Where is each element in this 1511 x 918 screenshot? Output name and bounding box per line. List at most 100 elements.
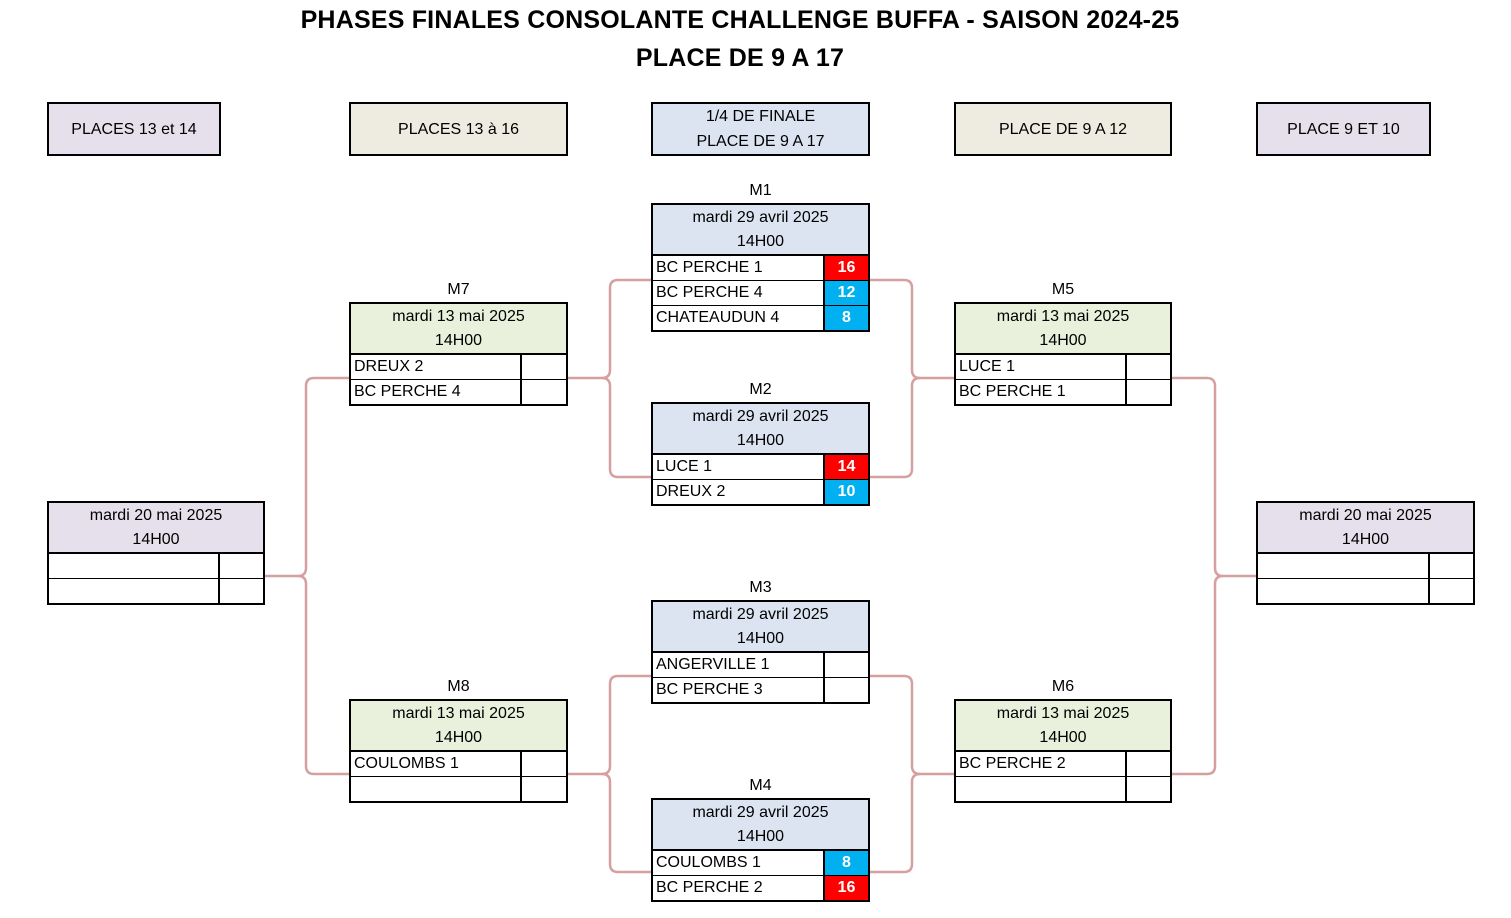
match-date: mardi 13 mai 2025	[392, 705, 525, 722]
team-row	[351, 776, 566, 801]
connector-m7-final-13-14	[264, 376, 350, 578]
match-time: 14H00	[736, 630, 785, 647]
team-name: DREUX 2	[354, 358, 424, 375]
team-row: CHATEAUDUN 4 8	[653, 305, 868, 330]
connector-m3-m8	[567, 674, 652, 776]
connector-m5-final-9-10	[1171, 376, 1257, 578]
header-quarter-line2: PLACE DE 9 A 17	[696, 133, 825, 150]
team-name: BC PERCHE 2	[656, 879, 763, 896]
match-date: mardi 20 mai 2025	[89, 507, 223, 524]
match-label: M3	[749, 579, 772, 596]
match-time: 14H00	[736, 233, 785, 250]
team-score: 10	[823, 480, 868, 504]
header-places-13-16: PLACES 13 à 16	[349, 102, 568, 156]
team-row: BC PERCHE 1 16	[653, 256, 868, 280]
team-name: LUCE 1	[656, 458, 713, 475]
match-schedule: mardi 29 avril 2025 14H00	[653, 602, 868, 653]
match-time: 14H00	[1341, 531, 1390, 548]
team-score	[218, 579, 263, 603]
match-time: 14H00	[736, 828, 785, 845]
team-name: BC PERCHE 1	[959, 383, 1066, 400]
match-m5: M5 mardi 13 mai 2025 14H00 LUCE 1 BC PER…	[954, 281, 1172, 406]
match-date: mardi 29 avril 2025	[692, 209, 829, 226]
team-row: DREUX 2	[351, 355, 566, 379]
match-date: mardi 13 mai 2025	[996, 705, 1130, 722]
header-quarter-line1: 1/4 DE FINALE	[705, 108, 816, 125]
match-schedule: mardi 13 mai 2025 14H00	[956, 701, 1170, 752]
match-schedule: mardi 20 mai 2025 14H00	[49, 503, 263, 554]
match-date: mardi 13 mai 2025	[996, 308, 1130, 325]
team-name: BC PERCHE 4	[354, 383, 461, 400]
match-date: mardi 29 avril 2025	[692, 606, 829, 623]
connector-m8-final-13-14	[297, 574, 350, 776]
team-score: 16	[823, 256, 868, 280]
header-quarter-final: 1/4 DE FINALE PLACE DE 9 A 17	[651, 102, 870, 156]
team-score	[1125, 380, 1170, 404]
page-title: PHASES FINALES CONSOLANTE CHALLENGE BUFF…	[300, 6, 1180, 34]
team-row	[1258, 554, 1473, 578]
match-time: 14H00	[132, 531, 180, 548]
team-name	[49, 579, 218, 603]
header-place-9-10: PLACE 9 ET 10	[1256, 102, 1431, 156]
page-subtitle: PLACE DE 9 A 17	[635, 44, 845, 72]
team-row: LUCE 1 14	[653, 455, 868, 479]
match-m2: M2 mardi 29 avril 2025 14H00 LUCE 1 14 D…	[651, 381, 870, 506]
team-row	[49, 578, 263, 603]
team-name: DREUX 2	[656, 483, 726, 500]
team-name: COULOMBS 1	[354, 755, 459, 772]
team-score: 8	[823, 306, 868, 330]
match-schedule: mardi 20 mai 2025 14H00	[1258, 503, 1473, 554]
team-name: COULOMBS 1	[656, 854, 761, 871]
team-score	[823, 653, 868, 677]
team-row: LUCE 1	[956, 355, 1170, 379]
team-row: BC PERCHE 1	[956, 379, 1170, 404]
connector-m2-m5	[869, 376, 921, 479]
team-row	[956, 776, 1170, 801]
connector-m3-m6	[869, 674, 955, 776]
team-name: LUCE 1	[959, 358, 1016, 375]
match-final-13-14: mardi 20 mai 2025 14H00	[47, 501, 265, 605]
match-date: mardi 29 avril 2025	[692, 408, 829, 425]
team-row: BC PERCHE 4	[351, 379, 566, 404]
team-name: BC PERCHE 2	[959, 755, 1066, 772]
team-score	[520, 752, 566, 776]
connector-m6-final-9-10	[1171, 574, 1224, 776]
match-m6: M6 mardi 13 mai 2025 14H00 BC PERCHE 2	[954, 678, 1172, 803]
team-name: BC PERCHE 1	[656, 259, 763, 276]
match-schedule: mardi 29 avril 2025 14H00	[653, 800, 868, 851]
team-score	[218, 554, 263, 578]
team-score	[520, 777, 566, 801]
match-m4: M4 mardi 29 avril 2025 14H00 COULOMBS 1 …	[651, 777, 870, 902]
match-m7: M7 mardi 13 mai 2025 14H00 DREUX 2 BC PE…	[349, 281, 568, 406]
match-date: mardi 13 mai 2025	[392, 308, 525, 325]
team-row: COULOMBS 1 8	[653, 851, 868, 875]
match-time: 14H00	[736, 432, 785, 449]
header-places-13-16-label: PLACES 13 à 16	[398, 120, 519, 138]
team-name: CHATEAUDUN 4	[656, 309, 780, 326]
team-score	[1125, 355, 1170, 379]
team-row: BC PERCHE 2	[956, 752, 1170, 776]
match-final-9-10: mardi 20 mai 2025 14H00	[1256, 501, 1475, 605]
team-name	[1258, 579, 1428, 603]
match-schedule: mardi 13 mai 2025 14H00	[956, 304, 1170, 355]
match-m8: M8 mardi 13 mai 2025 14H00 COULOMBS 1	[349, 678, 568, 803]
team-name: BC PERCHE 3	[656, 681, 763, 698]
team-score	[1125, 752, 1170, 776]
connector-m1-m5	[869, 278, 955, 380]
match-date: mardi 29 avril 2025	[692, 804, 829, 821]
team-score: 16	[823, 876, 868, 900]
team-name	[351, 777, 520, 801]
team-name	[49, 554, 218, 578]
match-schedule: mardi 29 avril 2025 14H00	[653, 205, 868, 256]
connector-m4-m6	[869, 772, 921, 874]
team-row: COULOMBS 1	[351, 752, 566, 776]
match-time: 14H00	[1039, 729, 1087, 746]
header-places-13-14: PLACES 13 et 14	[47, 102, 221, 156]
team-score	[520, 355, 566, 379]
match-label: M6	[1051, 678, 1075, 695]
connector-m2-m7	[601, 376, 652, 479]
team-row: BC PERCHE 2 16	[653, 875, 868, 900]
match-schedule: mardi 29 avril 2025 14H00	[653, 404, 868, 455]
team-name	[956, 777, 1125, 801]
